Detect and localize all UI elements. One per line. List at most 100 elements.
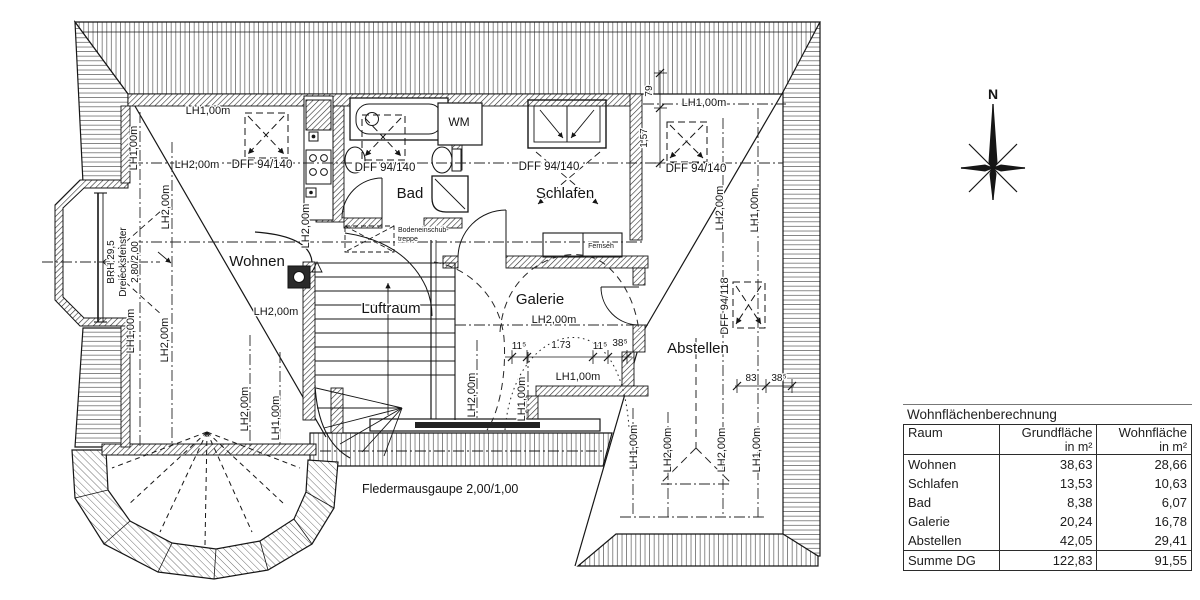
bay-window-erker xyxy=(54,179,172,327)
compass-north-label: N xyxy=(988,86,998,102)
sum-wohn-value: 91,55 xyxy=(1096,550,1192,571)
door-schlafen xyxy=(457,209,507,259)
clear-height-label: LH1,00m xyxy=(749,188,761,233)
room-label-bad: Bad xyxy=(397,185,424,202)
turret-roof xyxy=(71,431,339,580)
clear-height-label: LH2,00m xyxy=(160,185,172,230)
clear-height-label: LH2,00m xyxy=(466,373,478,418)
window-label-size: 2,80/2,00 xyxy=(130,241,141,283)
compass-rose xyxy=(960,103,1026,201)
room-label-wohnen: Wohnen xyxy=(229,253,285,270)
roof-valley-line xyxy=(642,91,784,333)
note-bodeneinschubtreppe-2: treppe xyxy=(398,236,418,243)
door-bad xyxy=(341,177,383,219)
dff-label: DFF 94/140 xyxy=(666,163,727,175)
turret-fan-lines xyxy=(111,431,301,546)
ridge-lines xyxy=(660,338,732,484)
shower xyxy=(431,175,469,213)
washing-machine xyxy=(437,102,483,146)
area-table-title: Wohnflächenberechnung xyxy=(903,404,1192,424)
dormer-window xyxy=(320,418,604,452)
dff-label: DFF 94/140 xyxy=(232,159,293,171)
dff-window xyxy=(244,112,289,159)
clear-height-label: LH2,00m xyxy=(254,306,299,318)
roof-bottom-right-band xyxy=(576,533,819,567)
walls xyxy=(120,93,649,448)
clear-height-label: LH2,00m xyxy=(662,428,674,473)
roof-top-band xyxy=(73,21,821,95)
wohn-value: 16,78 xyxy=(1096,512,1192,531)
dimension-label: 83 xyxy=(745,373,757,384)
clear-height-label: LH1,00m xyxy=(186,105,231,117)
wohn-value: 29,41 xyxy=(1096,531,1192,551)
roof-left-wedge-lower xyxy=(74,327,129,448)
bay-band xyxy=(54,179,129,327)
clear-height-label: LH2,00m xyxy=(239,387,251,432)
dff-window xyxy=(666,121,708,163)
area-calculation-block: Wohnflächenberechnung Raum Grundfläche i… xyxy=(903,404,1192,571)
unit-label: in m² xyxy=(1064,440,1093,454)
clear-height-label: LH1,00m xyxy=(516,377,528,422)
dormer-glazing xyxy=(415,422,540,428)
room-label-schlafen: Schlafen xyxy=(536,185,594,202)
void-curves xyxy=(433,254,640,431)
room-label-galerie: Galerie xyxy=(516,291,564,308)
doors xyxy=(341,177,640,326)
grund-value: 20,24 xyxy=(998,512,1097,531)
toilet xyxy=(431,146,453,174)
note-fledermausgaupe: Fledermausgaupe 2,00/1,00 xyxy=(362,482,518,496)
clear-height-contours xyxy=(42,103,786,518)
roof-windows xyxy=(244,112,766,329)
column-header-wohnflaeche: Wohnfläche in m² xyxy=(1096,424,1192,455)
dff-label: DFF 94/140 xyxy=(355,162,416,174)
clear-height-label: LH2,00m xyxy=(714,186,726,231)
dff-window xyxy=(361,114,406,161)
clear-height-label: LH1,00m xyxy=(682,97,727,109)
room-label-abstellen: Abstellen xyxy=(667,340,729,357)
room-name: Bad xyxy=(908,495,932,510)
area-table: Raum Grundfläche in m² Wohnfläche in m² … xyxy=(903,424,1192,571)
kitchen-stove xyxy=(305,149,332,185)
note-bodeneinschubtreppe-1: Bodeneinschub- xyxy=(398,227,449,234)
roof-right-strip xyxy=(782,21,821,557)
clear-height-label: LH2,00m xyxy=(716,428,728,473)
dff-label: DFF 94/140 xyxy=(519,161,580,173)
clear-height-label: LH1,00m xyxy=(125,309,137,354)
clear-height-label: LH1,00m xyxy=(128,126,140,171)
dimension-label: 11⁵ xyxy=(593,341,608,352)
grund-value: 42,05 xyxy=(998,531,1097,551)
sum-row-label: Summe DG xyxy=(903,550,1000,571)
dimension-label: 11⁵ xyxy=(512,341,527,352)
compass-north-needle xyxy=(988,103,998,174)
clear-height-label: LH1,00m xyxy=(556,371,601,383)
grund-value: 8,38 xyxy=(998,493,1097,512)
wohn-value: 10,63 xyxy=(1096,474,1192,493)
area-table-sum-row: Summe DG 122,83 91,55 xyxy=(903,550,1192,571)
dimension-chains xyxy=(505,68,797,393)
clear-height-label: LH1,00m xyxy=(628,425,640,470)
kitchen-fixtures xyxy=(303,95,334,221)
turret-chord-wall xyxy=(101,443,317,456)
clear-height-label: LH2,00m xyxy=(532,314,577,326)
room-name: Galerie xyxy=(908,514,950,529)
area-table-header-row: Raum Grundfläche in m² Wohnfläche in m² xyxy=(903,424,1192,455)
dff-label: DFF 94/118 xyxy=(719,277,731,334)
clear-height-label: LH1,00m xyxy=(270,396,282,441)
clear-height-label: LH2,00m xyxy=(175,159,220,171)
unit-label: in m² xyxy=(1159,440,1187,454)
chimney xyxy=(287,265,311,289)
column-header-raum: Raum xyxy=(903,424,1000,455)
dff-window xyxy=(732,281,766,329)
door-galerie xyxy=(600,286,640,326)
room-name: Abstellen xyxy=(908,533,962,548)
column-header-grundflaeche: Grundfläche in m² xyxy=(998,424,1097,455)
dimension-label: 38⁵ xyxy=(612,338,627,349)
roof-areas xyxy=(73,20,821,567)
grund-value: 38,63 xyxy=(998,454,1097,474)
